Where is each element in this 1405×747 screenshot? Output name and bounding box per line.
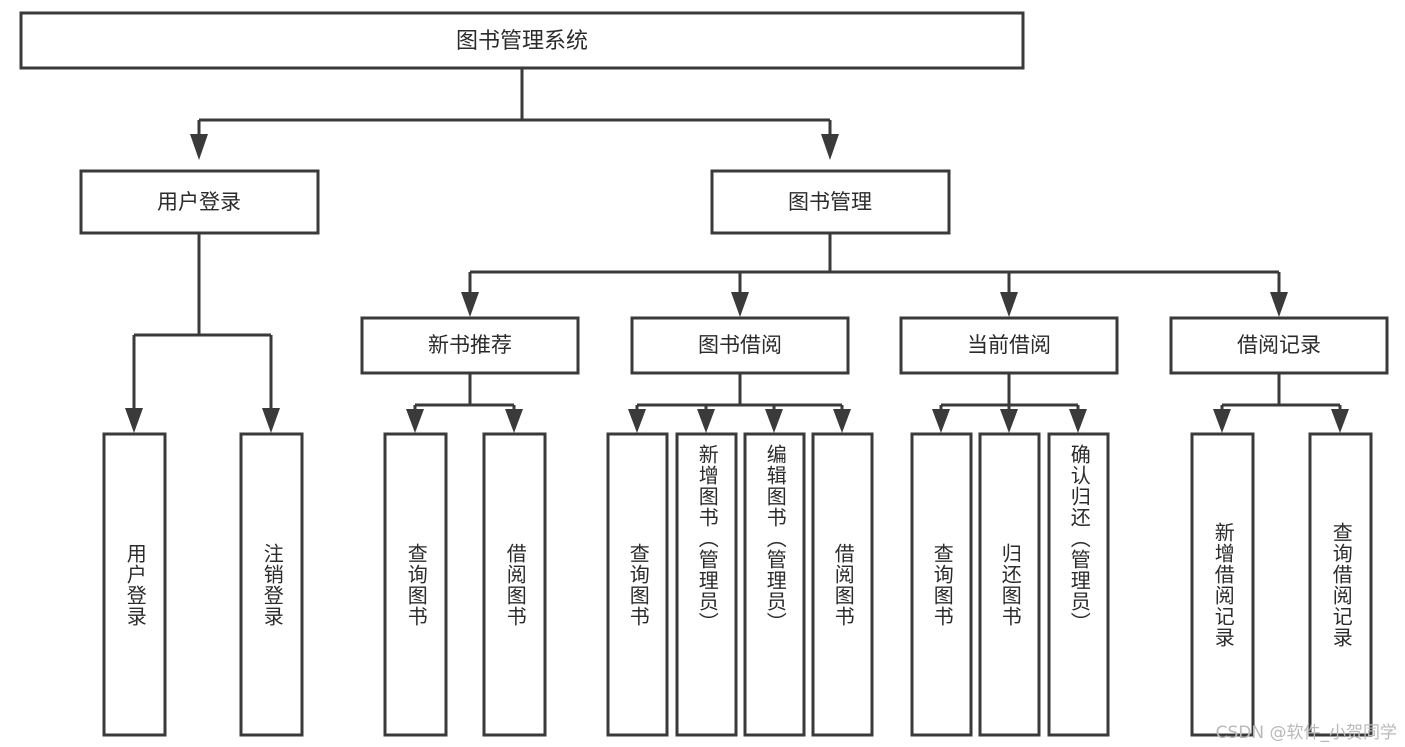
arrow-to-leaf-nbr-0 — [406, 409, 424, 433]
leaf-box-user-login-0[interactable] — [102, 432, 167, 737]
new-book-recommend-box[interactable] — [360, 316, 580, 375]
current-borrow-label: 当前借阅 — [967, 333, 1051, 357]
leaf-box-nbr-1[interactable] — [482, 432, 547, 737]
book-management-connectors — [461, 233, 1288, 317]
arrow-to-leaf-cb-2 — [1069, 409, 1087, 433]
node-root[interactable]: 图书管理系统 — [19, 11, 1025, 70]
leaf-box-bb-2[interactable] — [743, 432, 806, 737]
arrow-to-leaf-bb-2 — [765, 409, 783, 433]
node-borrow-record[interactable]: 借阅记录 — [1169, 316, 1389, 375]
node-book-borrow[interactable]: 图书借阅 — [630, 316, 850, 375]
borrow-record-box[interactable] — [1169, 316, 1389, 375]
arrow-to-leaf-cb-1 — [1000, 409, 1018, 433]
node-current-borrow[interactable]: 当前借阅 — [899, 316, 1119, 375]
arrow-to-leaf-nbr-1 — [505, 409, 523, 433]
current-borrow-box[interactable] — [899, 316, 1119, 375]
node-new-book-recommend[interactable]: 新书推荐 — [360, 316, 580, 375]
arrow-to-book-borrow — [731, 292, 749, 317]
leaf-box-cb-2[interactable] — [1047, 432, 1110, 737]
leaf-box-cb-0[interactable] — [910, 432, 973, 737]
arrow-to-borrow-record — [1270, 292, 1288, 317]
arrow-to-user-login — [190, 134, 208, 160]
user-login-label: 用户登录 — [157, 190, 241, 214]
node-book-management[interactable]: 图书管理 — [710, 169, 951, 235]
borrow-record-label: 借阅记录 — [1237, 333, 1321, 357]
book-borrow-connectors — [628, 373, 851, 433]
arrow-to-leaf-cb-0 — [932, 409, 950, 433]
leaf-boxes — [102, 432, 1373, 737]
arrow-to-leaf-bb-0 — [628, 409, 646, 433]
csdn-watermark: CSDN @软件_小贺同学 — [1215, 723, 1397, 743]
book-management-box[interactable] — [710, 169, 951, 235]
arrow-to-book-mgmt — [821, 134, 839, 160]
arrow-to-current-borrow — [1000, 292, 1018, 317]
leaf-box-user-login-1[interactable] — [239, 432, 304, 737]
user-login-connectors — [125, 233, 280, 433]
root-label: 图书管理系统 — [456, 29, 588, 54]
borrow-record-connectors — [1213, 373, 1349, 433]
arrow-to-leaf-user-login-1 — [262, 408, 280, 433]
leaf-box-cb-1[interactable] — [978, 432, 1041, 737]
root-connectors — [190, 68, 839, 160]
book-borrow-label: 图书借阅 — [698, 333, 782, 357]
arrow-to-leaf-user-login-0 — [125, 408, 143, 433]
new-book-recommend-label: 新书推荐 — [428, 333, 512, 357]
current-borrow-connectors — [932, 373, 1087, 433]
leaf-box-br-0[interactable] — [1190, 432, 1255, 737]
arrow-to-leaf-br-0 — [1213, 409, 1231, 433]
book-management-label: 图书管理 — [788, 190, 872, 214]
root-box[interactable] — [19, 11, 1025, 70]
leaf-box-br-1[interactable] — [1308, 432, 1373, 737]
node-user-login[interactable]: 用户登录 — [79, 169, 320, 235]
arrow-to-leaf-br-1 — [1331, 409, 1349, 433]
leaf-box-bb-0[interactable] — [606, 432, 669, 737]
arrow-to-new-book-rec — [461, 292, 479, 317]
arrow-to-leaf-bb-1 — [697, 409, 715, 433]
leaf-box-bb-1[interactable] — [675, 432, 738, 737]
arrow-to-leaf-bb-3 — [833, 409, 851, 433]
leaf-box-bb-3[interactable] — [811, 432, 874, 737]
book-borrow-box[interactable] — [630, 316, 850, 375]
new-book-recommend-connectors — [406, 373, 523, 433]
leaf-box-nbr-0[interactable] — [383, 432, 448, 737]
